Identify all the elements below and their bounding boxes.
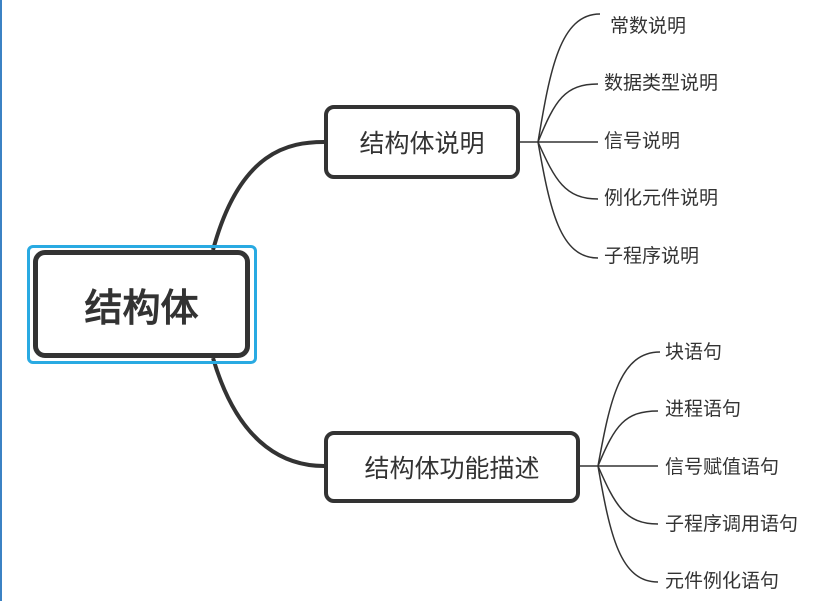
- connector-branch-1-leaf-2: [537, 83, 599, 143]
- connector-branch-1-leaf-4: [537, 141, 599, 200]
- branch-topic-structure-description[interactable]: 结构体说明: [324, 105, 520, 179]
- subtopic-component-instantiation[interactable]: 例化元件说明: [604, 187, 719, 209]
- connector-branch-1-leaf-5: [537, 141, 599, 259]
- connector-branch-2-leaf-1: [580, 351, 661, 467]
- subtopic-signal[interactable]: 信号说明: [604, 130, 681, 152]
- subtopic-block-statement[interactable]: 块语句: [665, 341, 723, 363]
- subtopic-subprogram[interactable]: 子程序说明: [604, 245, 700, 267]
- subtopic-data-type[interactable]: 数据类型说明: [604, 72, 719, 94]
- branch-topic-label: 结构体功能描述: [364, 454, 540, 483]
- root-topic-label: 结构体: [84, 285, 199, 330]
- subtopic-constant[interactable]: 常数说明: [610, 15, 687, 37]
- connector-root-branch-2: [211, 357, 325, 468]
- connector-root-branch-1: [211, 140, 325, 251]
- branch-topic-label: 结构体说明: [359, 129, 485, 158]
- subtopic-subprogram-call[interactable]: 子程序调用语句: [665, 513, 799, 535]
- window-left-edge: [0, 0, 2, 601]
- subtopic-process-statement[interactable]: 进程语句: [665, 398, 742, 420]
- connector-branch-1-leaf-1: [520, 13, 601, 143]
- connector-branch-2-leaf-2: [597, 410, 659, 467]
- connector-branch-2-leaf-4: [597, 465, 659, 525]
- branch-topic-function-description[interactable]: 结构体功能描述: [324, 431, 580, 503]
- subtopic-signal-assignment[interactable]: 信号赋值语句: [665, 456, 780, 478]
- connector-branch-2-leaf-5: [597, 465, 659, 583]
- root-topic[interactable]: 结构体: [33, 250, 250, 358]
- subtopic-component-instantiation-statement[interactable]: 元件例化语句: [665, 570, 780, 592]
- root-selection-outline: [27, 245, 257, 364]
